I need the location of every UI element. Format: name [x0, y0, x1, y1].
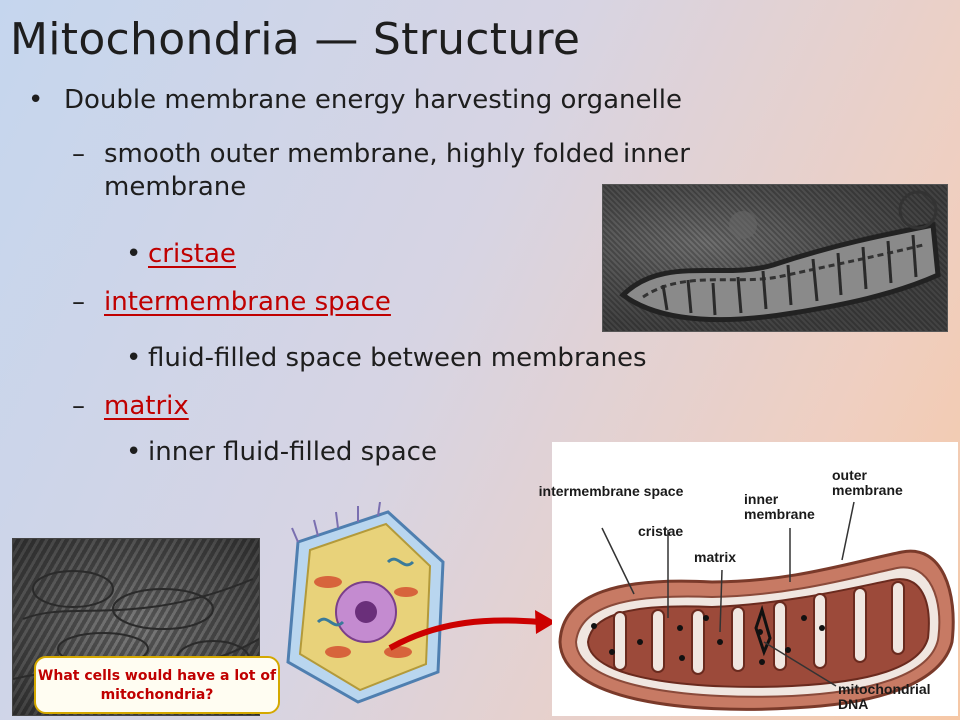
pointer-arrow: [388, 610, 556, 651]
bullet-level3-matrix-desc: •inner fluid-filled space: [126, 436, 437, 469]
cell-illustration: [278, 501, 450, 708]
bullet-text: smooth outer membrane, highly folded inn…: [104, 139, 690, 202]
cell-drawing: [286, 501, 445, 704]
slide-title: Mitochondria — Structure: [10, 14, 581, 65]
bullet-level2-matrix: –matrix: [72, 390, 189, 423]
bullet-text: inner fluid-filled space: [148, 437, 437, 467]
bullet-level1: • Double membrane energy harvesting organ…: [28, 84, 682, 117]
bullet-level2-membranes: –smooth outer membrane, highly folded in…: [72, 138, 792, 203]
bullet-marker: •: [28, 85, 44, 115]
label-outer-membrane: outer membrane: [832, 467, 903, 498]
intermembrane-space-link[interactable]: intermembrane space: [104, 287, 391, 317]
question-callout: What cells would have a lot of mitochond…: [34, 656, 280, 714]
label-inner-membrane: inner membrane: [744, 491, 815, 522]
dash-marker: –: [72, 139, 85, 169]
micrograph-mitochondrion: [602, 184, 948, 332]
mitochondrion-diagram: intermembrane space cristae matrix inner…: [539, 442, 958, 716]
bullet-text: Double membrane energy harvesting organe…: [64, 85, 682, 115]
diagram-drawing: [558, 501, 955, 711]
bullet-level3-intermembrane-desc: •fluid-filled space between membranes: [126, 342, 647, 375]
bullet-text: fluid-filled space between membranes: [148, 343, 647, 373]
bullet-marker: •: [126, 437, 142, 467]
matrix-link[interactable]: matrix: [104, 391, 189, 421]
bullet-level2-intermembrane: –intermembrane space: [72, 286, 391, 319]
bullet-level3-cristae: •cristae: [126, 238, 236, 271]
bullet-marker: •: [126, 343, 142, 373]
label-cristae: cristae: [638, 523, 684, 539]
label-intermembrane-space: intermembrane space: [538, 483, 684, 499]
label-mitochondrial-dna: mitochondrial DNA: [838, 681, 931, 712]
cristae-link[interactable]: cristae: [148, 239, 236, 269]
bullet-marker: •: [126, 239, 142, 269]
dash-marker: –: [72, 287, 85, 317]
dash-marker: –: [72, 391, 85, 421]
micrograph-drawing: [619, 190, 941, 323]
label-matrix: matrix: [694, 549, 737, 565]
